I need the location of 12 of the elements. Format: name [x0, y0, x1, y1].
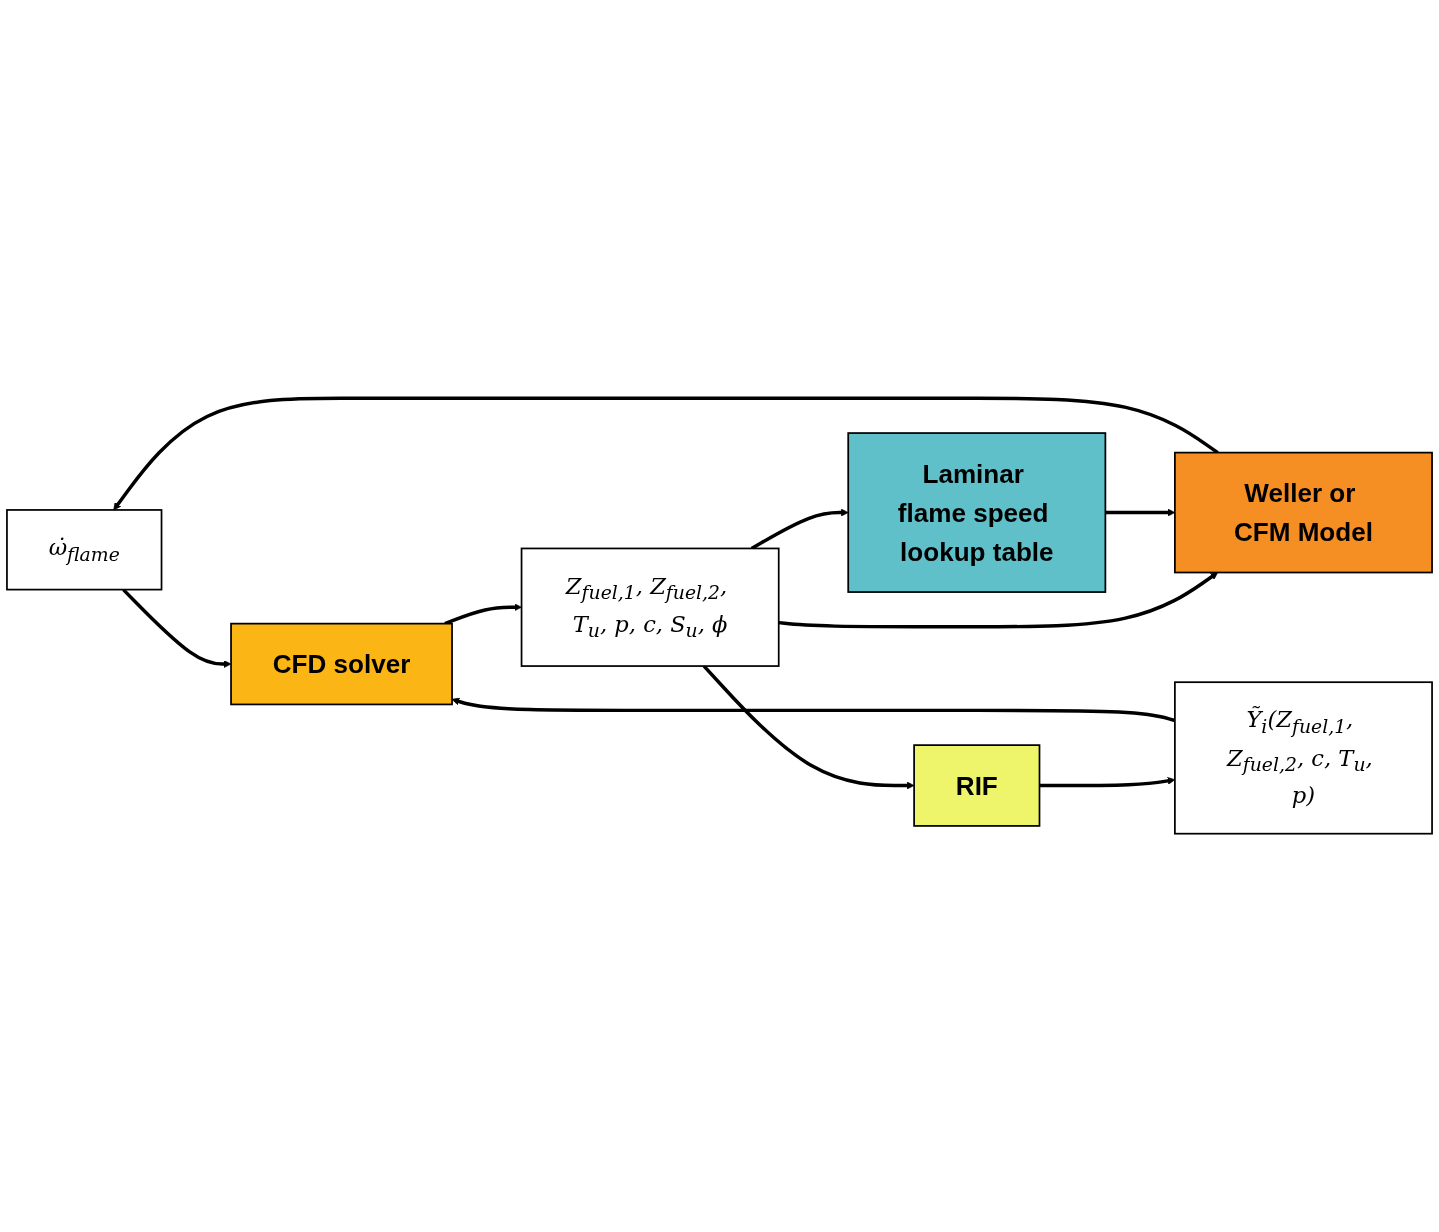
node-box: ω̇$_{flame}$ [6, 509, 163, 591]
node-box: Weller or CFM Model [1174, 451, 1433, 574]
arrow [113, 396, 1219, 511]
arrow [444, 603, 522, 626]
node-box: Ỹ$_{i}$(Z$_{fuel,1}$, Z$_{fuel,2}$, c, T$_{u}$, p) [1174, 681, 1433, 835]
node-box: Laminar flame speed lookup table [847, 432, 1107, 593]
arrow [750, 508, 849, 550]
node-box: Z$_{fuel,1}$, Z$_{fuel,2}$, T$_{u}$, p, c, S$_{u}$, ϕ [520, 547, 780, 667]
node-box: CFD solver [230, 622, 453, 706]
arrow [122, 588, 232, 668]
node-box: RIF [913, 744, 1041, 827]
arrow [778, 572, 1219, 629]
